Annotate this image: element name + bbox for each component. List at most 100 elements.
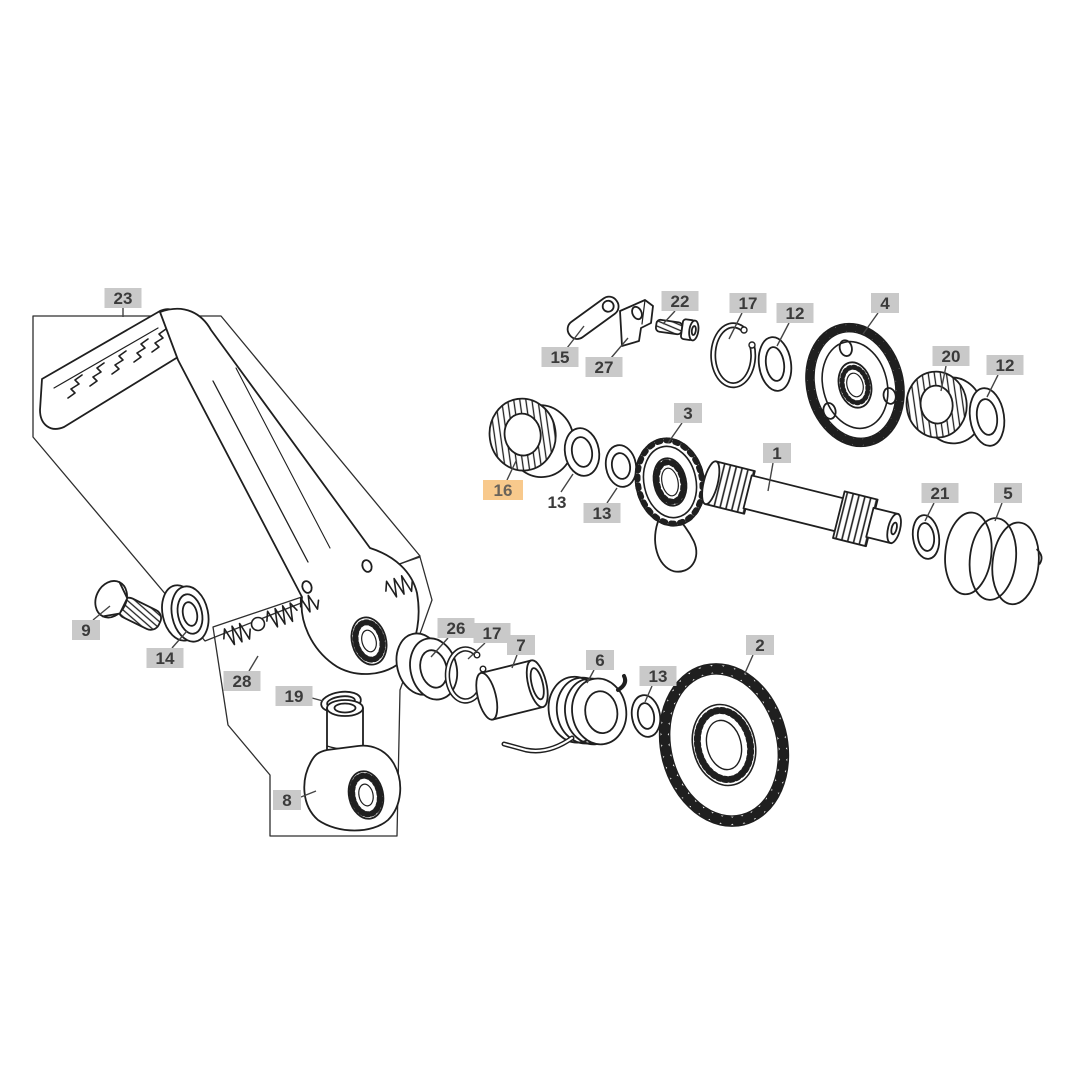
part-number-text: 28 xyxy=(233,672,252,691)
part-9-bolt xyxy=(94,580,162,631)
part-number-text: 3 xyxy=(683,404,692,423)
grip-tread-marks xyxy=(67,328,167,399)
leader-line xyxy=(940,365,947,392)
leader-line xyxy=(862,312,879,335)
part-2-gear xyxy=(658,663,790,827)
label-box xyxy=(72,620,100,640)
label-box xyxy=(437,618,475,638)
leader-line xyxy=(644,685,653,703)
leader-line xyxy=(667,422,683,444)
part-27-bracket xyxy=(619,299,654,347)
part-number-text: 7 xyxy=(516,636,525,655)
part-label-13: 13 xyxy=(548,473,574,512)
part-number-text: 12 xyxy=(786,304,805,323)
leader-line xyxy=(92,605,111,621)
part-number-text: 12 xyxy=(996,356,1015,375)
part-number-text: 21 xyxy=(931,484,950,503)
label-box xyxy=(507,635,535,655)
part-13-washer-a xyxy=(563,427,601,477)
part-number-text: 2 xyxy=(755,636,764,655)
leader-line xyxy=(300,790,317,798)
part-label-28: 28 xyxy=(223,655,261,691)
part-label-13-2: 13 xyxy=(583,487,621,523)
part-1-shaft xyxy=(701,460,902,548)
part-label-1: 1 xyxy=(763,443,791,492)
part-number-text: 15 xyxy=(551,348,570,367)
part-22-socket-bolt xyxy=(654,318,700,342)
part-label-15: 15 xyxy=(541,325,585,367)
part-label-23: 23 xyxy=(104,288,142,317)
part-number-text: 26 xyxy=(447,619,466,638)
part-label-21: 21 xyxy=(921,483,959,522)
part-label-13-3: 13 xyxy=(639,666,677,703)
part-4-gear xyxy=(805,322,905,448)
part-label-9: 9 xyxy=(72,605,111,640)
part-label-27: 27 xyxy=(585,337,629,377)
leader-line xyxy=(662,310,676,325)
part-number-text: 27 xyxy=(595,358,614,377)
part-number-text: 14 xyxy=(156,649,175,668)
leader-line xyxy=(586,669,595,684)
part-label-3: 3 xyxy=(667,403,702,444)
part-label-14: 14 xyxy=(146,630,188,668)
part-label-5: 5 xyxy=(994,483,1022,522)
leader-line xyxy=(248,655,259,672)
part-number-text: 17 xyxy=(483,624,502,643)
label-box xyxy=(273,790,301,810)
part-20-needle-bearing xyxy=(905,370,984,445)
leader-line xyxy=(506,460,517,481)
detent-ball xyxy=(250,616,266,632)
label-box xyxy=(746,635,774,655)
label-box xyxy=(223,671,261,691)
part-label-4: 4 xyxy=(862,293,899,335)
label-box xyxy=(674,403,702,423)
leader-line xyxy=(606,487,618,504)
part-label-17: 17 xyxy=(728,293,767,340)
label-box xyxy=(986,355,1024,375)
leader-line xyxy=(566,325,585,349)
part-label-19: 19 xyxy=(275,686,324,706)
part-number-text: 20 xyxy=(942,347,961,366)
part-number-text: 19 xyxy=(285,687,304,706)
label-box xyxy=(639,666,677,686)
part-number-text: 16 xyxy=(494,481,513,500)
leader-line xyxy=(311,697,324,702)
part-number-text: 1 xyxy=(772,444,781,463)
part-28-detent-springs xyxy=(223,575,414,646)
label-box xyxy=(776,303,814,323)
label-box xyxy=(146,648,184,668)
part-label-20: 20 xyxy=(932,346,970,392)
label-box xyxy=(583,503,621,523)
part-number-text: 8 xyxy=(282,791,291,810)
part-13-washer-c xyxy=(630,694,662,738)
part-label-26: 26 xyxy=(430,618,475,658)
leader-line xyxy=(610,337,629,359)
part-label-12-2: 12 xyxy=(986,355,1024,398)
label-box xyxy=(275,686,313,706)
label-box xyxy=(661,291,699,311)
part-number-text: 9 xyxy=(81,621,90,640)
label-box xyxy=(729,293,767,313)
part-label-16: 16 xyxy=(483,460,523,500)
leader-line xyxy=(467,642,486,660)
leader-line xyxy=(986,374,999,398)
part-number-text: 6 xyxy=(595,651,604,670)
part-5-spring xyxy=(944,511,1043,606)
part-number-text: 13 xyxy=(548,493,567,512)
label-box xyxy=(541,347,579,367)
part-21-washer xyxy=(911,514,941,560)
part-label-17-2: 17 xyxy=(467,623,511,660)
part-number-text: 13 xyxy=(649,667,668,686)
leader-line xyxy=(430,637,449,658)
part-15-stopper-plate xyxy=(566,295,620,340)
leader-line xyxy=(511,654,518,669)
part-label-22: 22 xyxy=(661,291,699,325)
leader-line xyxy=(994,502,1003,522)
label-box xyxy=(871,293,899,313)
part-3-ratchet xyxy=(634,437,706,573)
leader-line xyxy=(171,630,188,649)
lever-spline-bore xyxy=(350,616,388,666)
part-7-bushing xyxy=(475,659,549,721)
